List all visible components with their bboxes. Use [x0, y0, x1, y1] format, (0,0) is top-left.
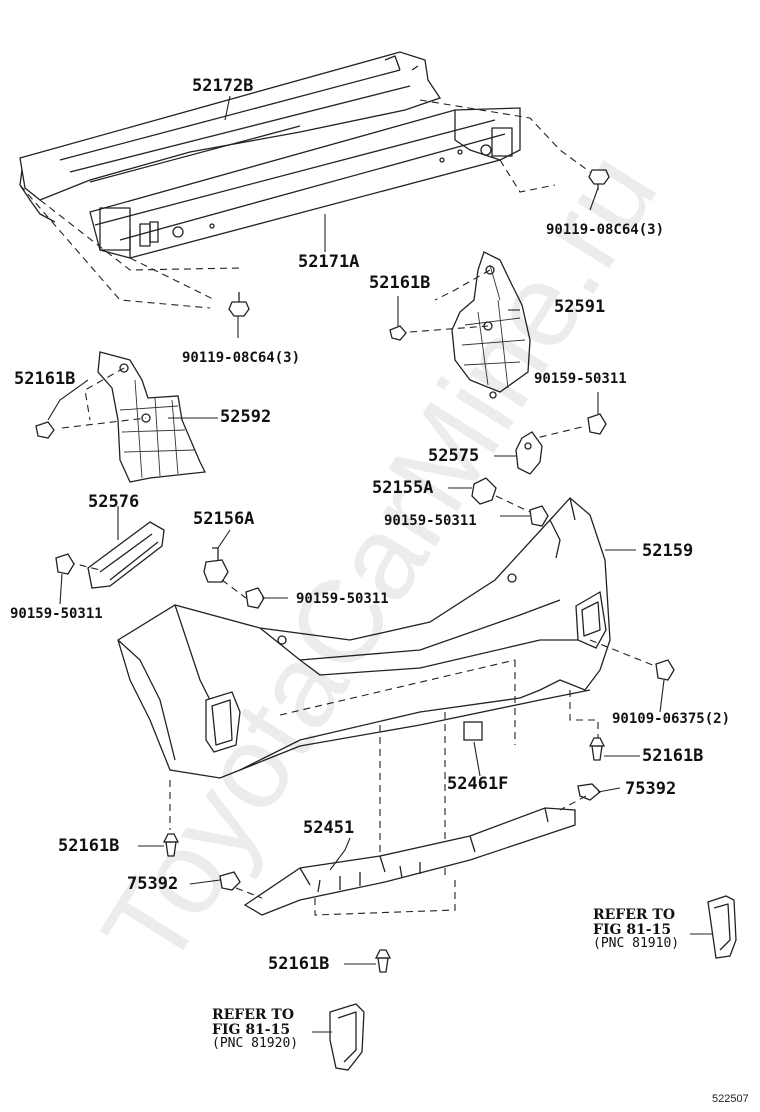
- refer-right-line3: (PNC 81910): [593, 936, 680, 952]
- label-bolt-90119-upper-right: 90119-08C64(3): [546, 222, 665, 238]
- label-52161b-bumper-right: 52161B: [642, 746, 704, 766]
- retainer-52575: [515, 431, 543, 475]
- bolt-90119-upper-right: [588, 169, 610, 190]
- label-bolt-90119-left: 90119-08C64(3): [182, 350, 301, 366]
- label-52161b-bumper-left: 52161B: [58, 836, 120, 856]
- label-52591: 52591: [554, 297, 606, 317]
- refer-note-left: REFER TO FIG 81-15 (PNC 81920): [212, 1007, 299, 1052]
- label-52161b-right-bracket: 52161B: [369, 273, 431, 293]
- label-52171a: 52171A: [298, 252, 360, 272]
- refer-left-line3: (PNC 81920): [212, 1036, 299, 1052]
- refer-left-line2: FIG 81-15: [212, 1021, 291, 1038]
- label-screw-90159-52156a: 90159-50311: [296, 591, 389, 607]
- reinforcement-52172b: [19, 51, 442, 223]
- label-52161b-left-bracket: 52161B: [14, 369, 76, 389]
- bumper-cover-52159: [117, 497, 611, 779]
- clip-52161b-right-bracket: [389, 325, 407, 341]
- clip-52161b-bumper-right: [588, 737, 606, 761]
- retainer-52576: [87, 521, 165, 589]
- refer-right-line2: FIG 81-15: [593, 921, 672, 938]
- bolt-90119-left: [228, 292, 250, 317]
- refer-note-right: REFER TO FIG 81-15 (PNC 81910): [593, 907, 680, 952]
- reflector-81920: [329, 1003, 365, 1071]
- clip-52161b-left-bracket: [35, 421, 55, 439]
- garnish-52451: [243, 807, 576, 916]
- label-screw-90159-52155a: 90159-50311: [384, 513, 477, 529]
- reinforcement-52171a: [89, 107, 521, 259]
- illustration-code: 522507: [712, 1093, 749, 1105]
- label-bolt-90109: 90109-06375(2): [612, 711, 731, 727]
- retainer-52156a: [203, 547, 229, 583]
- clip-75392-left: [219, 871, 241, 891]
- label-screw-90159-right-bracket: 90159-50311: [534, 371, 627, 387]
- label-screw-90159-52576: 90159-50311: [10, 606, 103, 622]
- screw-90159-52156a: [245, 587, 265, 609]
- clip-75392-right: [577, 783, 601, 801]
- leader-lines: [47, 95, 712, 1033]
- screw-90159-right-bracket: [587, 413, 607, 435]
- label-52575: 52575: [428, 446, 480, 466]
- label-52172b: 52172B: [192, 76, 254, 96]
- retainer-52155a: [471, 477, 497, 505]
- label-52159: 52159: [642, 541, 694, 561]
- label-52155a: 52155A: [372, 478, 434, 498]
- bracket-52591: [451, 251, 531, 399]
- screw-90159-52576: [55, 553, 75, 575]
- label-52161b-bottom: 52161B: [268, 954, 330, 974]
- label-52576: 52576: [88, 492, 140, 512]
- retainer-52461f: [463, 721, 483, 741]
- refer-left-line1: REFER TO: [212, 1007, 295, 1023]
- refer-right-line1: REFER TO: [593, 907, 676, 923]
- bolt-90109: [655, 659, 675, 681]
- label-75392-right: 75392: [625, 779, 677, 799]
- label-52461f: 52461F: [447, 774, 509, 794]
- screw-90159-52155a: [529, 505, 549, 527]
- label-52156a: 52156A: [193, 509, 255, 529]
- label-75392-left: 75392: [127, 874, 179, 894]
- bracket-52592: [97, 351, 206, 483]
- clip-52161b-bottom: [374, 949, 392, 973]
- label-52451: 52451: [303, 818, 355, 838]
- clip-52161b-bumper-left: [162, 833, 180, 857]
- reflector-81910: [707, 895, 737, 959]
- label-52592: 52592: [220, 407, 272, 427]
